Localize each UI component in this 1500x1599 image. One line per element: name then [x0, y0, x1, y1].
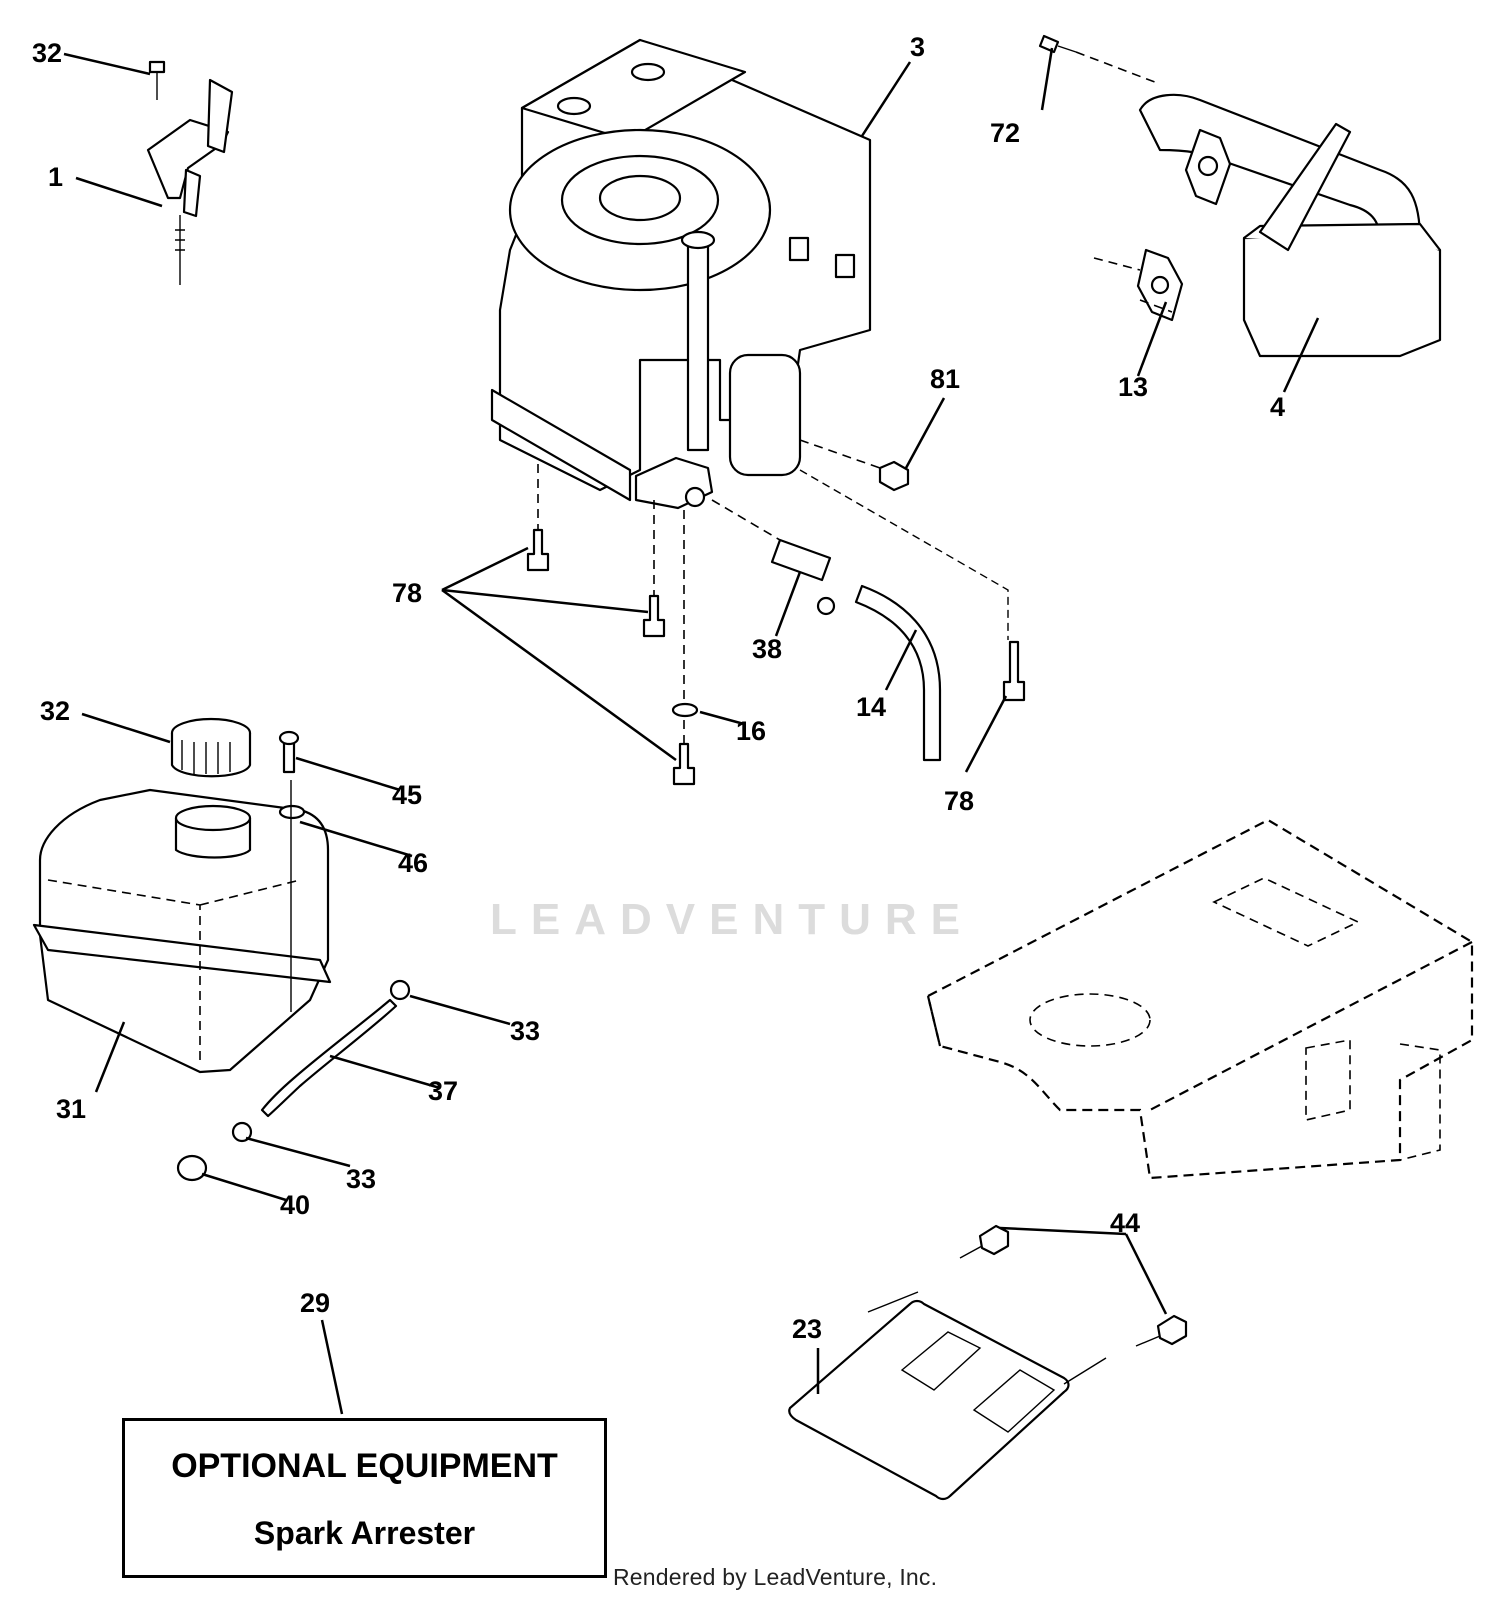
callout-3: 3 [910, 32, 925, 62]
callout-31: 31 [56, 1094, 86, 1124]
callout-23: 23 [792, 1314, 822, 1344]
optional-equipment-title: OPTIONAL EQUIPMENT [171, 1447, 558, 1485]
callout-46: 46 [398, 848, 428, 878]
frame-plate-part [926, 818, 1474, 1180]
leader-lines [63, 47, 1320, 1415]
callout-2: 32 [32, 38, 62, 68]
fuel-line-part [176, 979, 411, 1182]
watermark-text: LEADVENTURE [490, 895, 975, 944]
callout-72: 72 [990, 118, 1020, 148]
callout-labels: 32 1 3 72 13 4 81 78 38 14 16 78 32 45 4… [32, 32, 1285, 1344]
callout-13: 13 [1118, 372, 1148, 402]
render-credit: Rendered by LeadVenture, Inc. [613, 1564, 938, 1590]
callout-38: 38 [752, 634, 782, 664]
muffler-part [1038, 34, 1442, 358]
callout-78-right: 78 [944, 786, 974, 816]
callout-1: 1 [48, 162, 63, 192]
callout-81: 81 [930, 364, 960, 394]
engine-part [490, 38, 872, 510]
optional-equipment-box: OPTIONAL EQUIPMENT Spark Arrester [122, 1418, 607, 1578]
callout-16: 16 [736, 716, 766, 746]
heat-shield-part [788, 1224, 1188, 1501]
callout-14: 14 [856, 692, 886, 722]
callout-29: 29 [300, 1288, 330, 1318]
callout-33-top: 33 [510, 1016, 540, 1046]
callout-32: 32 [40, 696, 70, 726]
callout-33-bottom: 33 [346, 1164, 376, 1194]
callout-37: 37 [428, 1076, 458, 1106]
engine-bolts-part [526, 528, 1026, 786]
callout-40: 40 [280, 1190, 310, 1220]
callout-45: 44 [1110, 1208, 1140, 1238]
throttle-control-part [146, 60, 234, 285]
fuel-tank-part [32, 717, 332, 1074]
optional-equipment-item: Spark Arrester [253, 1515, 476, 1551]
callout-4: 4 [1270, 392, 1285, 422]
callout-78-left: 78 [392, 578, 422, 608]
oil-drain-part [770, 460, 942, 762]
callout-44: 45 [392, 780, 422, 810]
